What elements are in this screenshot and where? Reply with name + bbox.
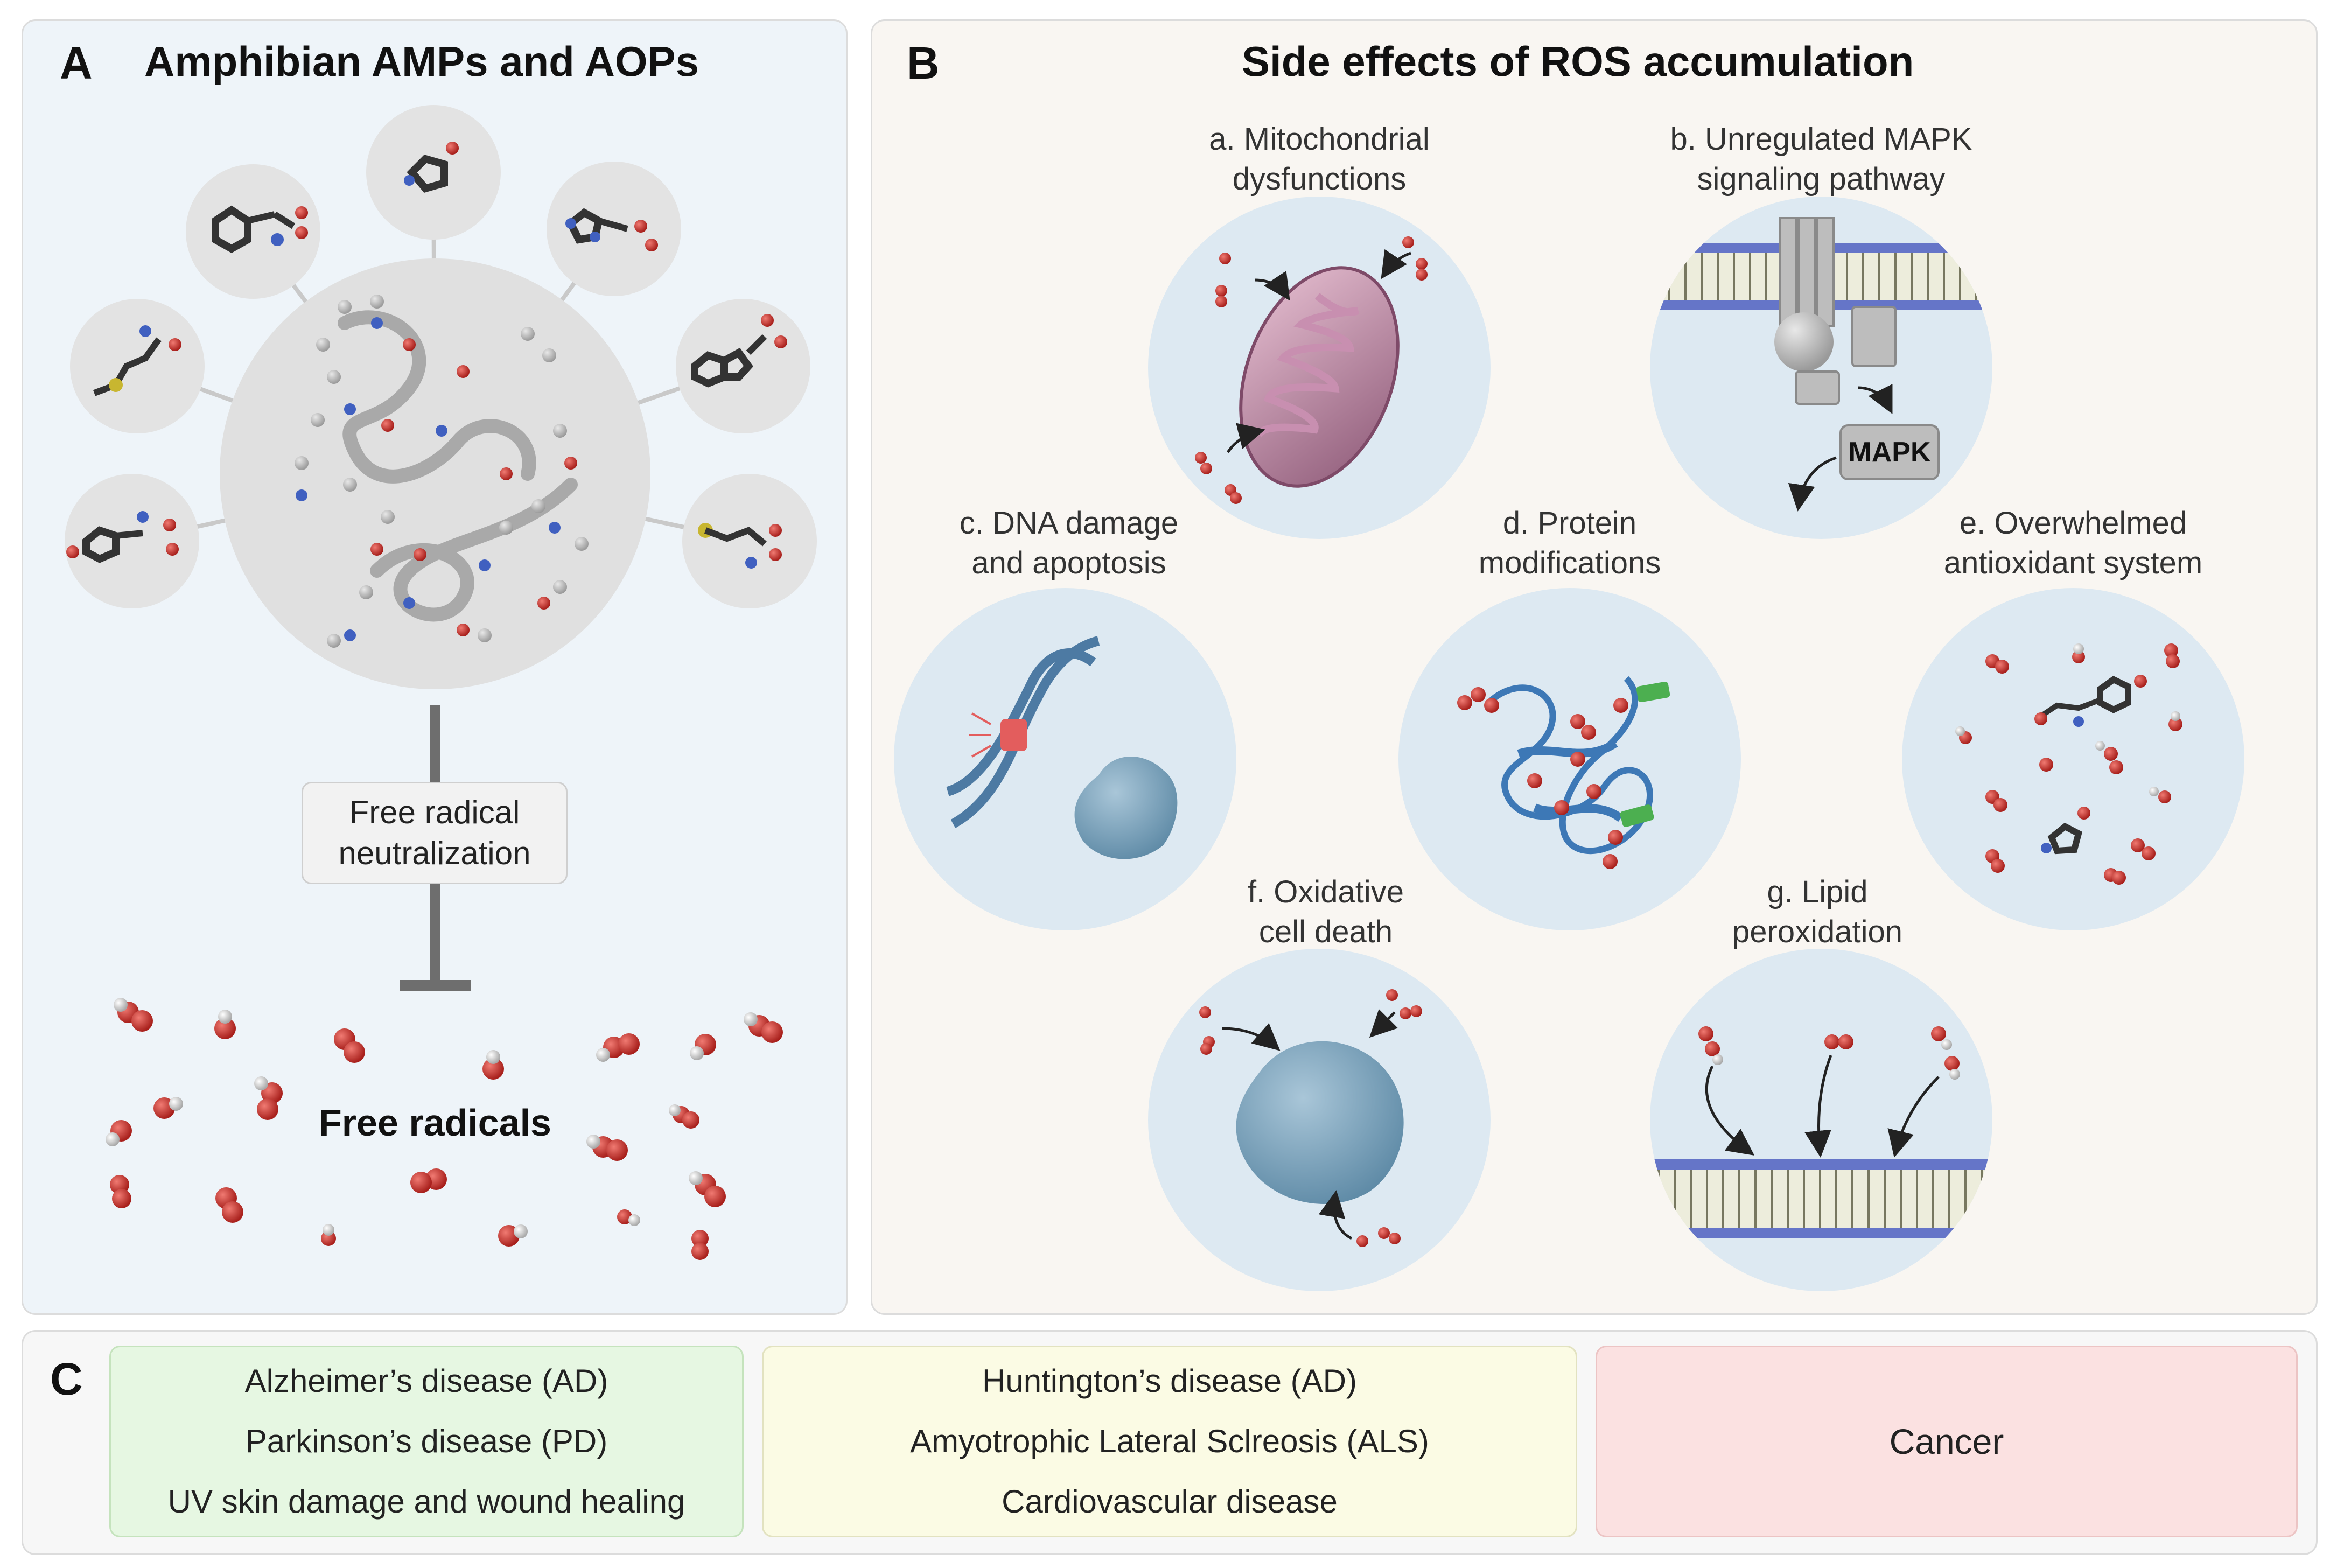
effect-c-label-line1: c. DNA damage (959, 506, 1179, 541)
amino-acid-tryptophan (676, 299, 810, 433)
effect-d-label: d. Protein modifications (1365, 503, 1774, 583)
amino-acid-methionine (70, 299, 205, 433)
effect-g-label: g. Lipid peroxidation (1613, 872, 2022, 952)
disease-group-neuro: Alzheimer’s disease (AD) Parkinson’s dis… (109, 1346, 744, 1537)
effect-c-label-line2: and apoptosis (971, 545, 1166, 580)
amino-acid-phenylalanine (186, 164, 320, 299)
disease-als: Amyotrophic Lateral Sclreosis (ALS) (910, 1423, 1429, 1459)
panel-letter-c: C (50, 1354, 83, 1404)
amino-acid-tyrosine (65, 474, 199, 608)
disease-huntingtons: Huntington’s disease (AD) (982, 1363, 1357, 1399)
effect-c-label: c. DNA damage and apoptosis (864, 503, 1274, 583)
disease-group-other: Huntington’s disease (AD) Amyotrophic La… (762, 1346, 1577, 1537)
effect-f-cell-death-illustration (1148, 949, 1491, 1291)
amino-acid-proline (366, 105, 501, 240)
panel-b-title: Side effects of ROS accumulation (1242, 38, 1914, 85)
free-radicals-label: Free radicals (319, 1102, 551, 1144)
panel-letter-a: A (60, 38, 93, 88)
effect-e-label-line2: antioxidant system (1943, 545, 2203, 580)
disease-group-cancer: Cancer (1596, 1346, 2298, 1537)
peptide-structure (220, 258, 650, 689)
effect-f-label: f. Oxidative cell death (1121, 872, 1530, 952)
effect-d-label-line1: d. Protein (1502, 506, 1637, 541)
effect-e-label-line1: e. Overwhelmed (1959, 506, 2187, 541)
neutralization-line-2: neutralization (338, 835, 531, 871)
effect-b-label-line1: b. Unregulated MAPK (1670, 122, 1972, 157)
effect-e-label: e. Overwhelmed antioxidant system (1869, 503, 2278, 583)
panel-a-title: Amphibian AMPs and AOPs (144, 38, 699, 85)
effect-g-lipid-illustration (1650, 949, 1992, 1291)
amino-acid-circles (65, 105, 817, 608)
effect-d-protein-illustration (1398, 588, 1741, 930)
amino-acid-histidine (547, 162, 681, 296)
neutralization-box: Free radical neutralization (302, 782, 568, 884)
mapk-badge: MAPK (1848, 437, 1931, 468)
disease-alzheimers: Alzheimer’s disease (AD) (244, 1363, 608, 1399)
effect-f-label-line2: cell death (1258, 914, 1393, 949)
effect-a-mitochondria-illustration (1148, 197, 1491, 539)
effect-c-dna-illustration (894, 588, 1236, 930)
effect-b-label-line2: signaling pathway (1697, 162, 1946, 197)
effect-b-label: b. Unregulated MAPK signaling pathway (1617, 120, 2026, 199)
panel-letter-b: B (907, 38, 940, 88)
disease-cancer: Cancer (1889, 1422, 2004, 1461)
effect-g-label-line2: peroxidation (1732, 914, 1902, 949)
free-radical-molecules (106, 998, 783, 1260)
effect-d-label-line2: modifications (1478, 545, 1661, 580)
disease-cardiovascular: Cardiovascular disease (1002, 1483, 1338, 1520)
effect-b-mapk-illustration (1650, 197, 1992, 539)
amino-acid-cysteine (682, 474, 817, 608)
effect-f-label-line1: f. Oxidative (1247, 874, 1404, 909)
effect-a-label-line1: a. Mitochondrial (1209, 122, 1430, 157)
inhibition-arrow (400, 705, 471, 991)
effect-g-label-line1: g. Lipid (1767, 874, 1868, 909)
effect-e-antioxidant-illustration (1902, 588, 2244, 930)
disease-uv-skin: UV skin damage and wound healing (167, 1483, 685, 1520)
panel-c-related-diseases: C Alzheimer’s disease (AD) Parkinson’s d… (22, 1330, 2318, 1555)
effect-a-label: a. Mitochondrial dysfunctions (1115, 120, 1524, 199)
effect-a-label-line2: dysfunctions (1232, 162, 1407, 197)
neutralization-line-1: Free radical (349, 794, 520, 830)
disease-parkinsons: Parkinson’s disease (PD) (245, 1423, 608, 1459)
